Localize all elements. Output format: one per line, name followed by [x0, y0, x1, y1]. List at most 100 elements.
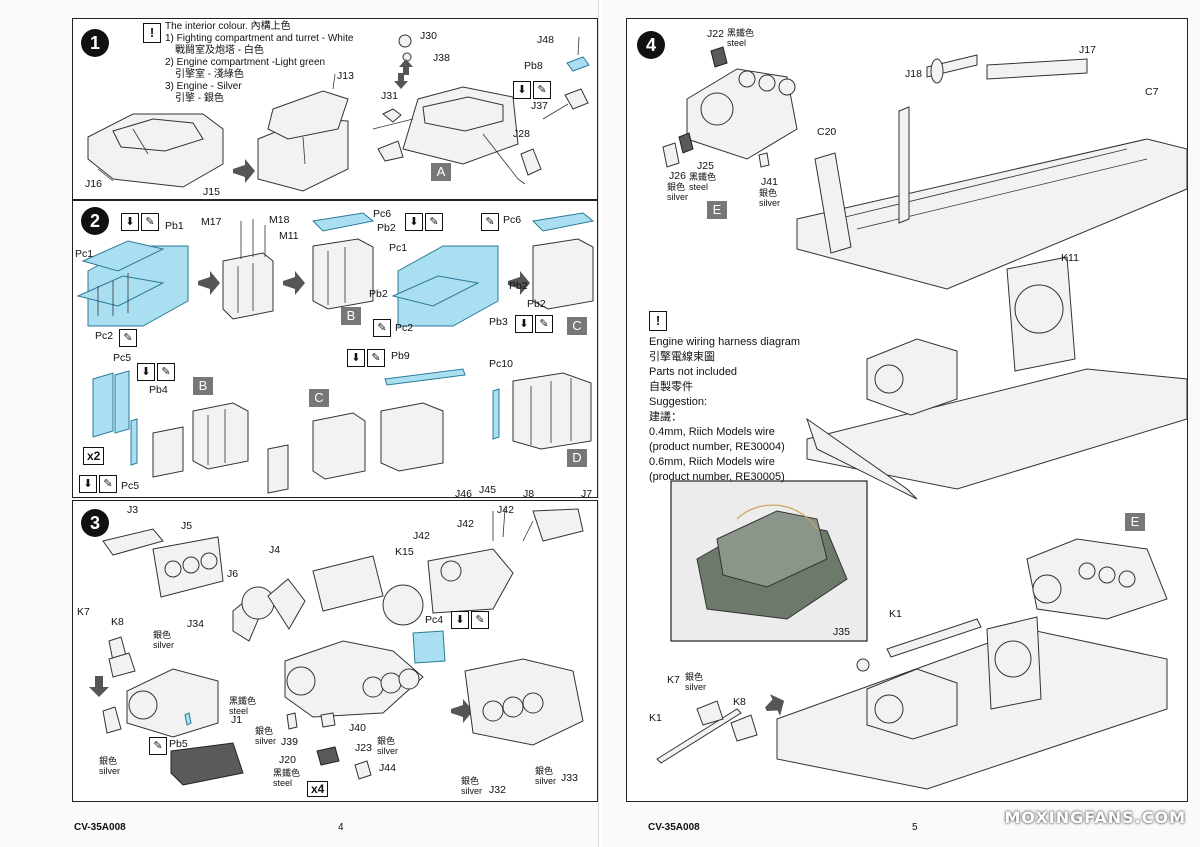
part-label: J34 — [187, 618, 204, 630]
glue-icon: ✎ — [149, 737, 167, 755]
part-label: K7 — [667, 674, 680, 686]
colour-label: 銀色 silver — [667, 182, 689, 202]
part-label: Pc2 — [395, 322, 414, 334]
glue-icon: ✎ — [425, 213, 443, 231]
note-line: 自製零件 — [649, 381, 693, 393]
step1-badge: 1 — [81, 29, 109, 57]
part-label: M18 — [269, 214, 290, 226]
note-line: 0.4mm, Riich Models wire — [649, 426, 775, 438]
colour-label: 銀色 silver — [255, 726, 277, 746]
part-label: J7 — [581, 488, 593, 500]
part-label: J1 — [231, 714, 243, 726]
glue-icon: ✎ — [471, 611, 489, 629]
part-label: J40 — [349, 722, 366, 734]
step2-panel: 2 — [72, 200, 598, 498]
part-label: J13 — [337, 70, 354, 82]
note-line: 戰鬪室及炮塔 - 白色 — [175, 45, 264, 56]
colour-label: 銀色 silver — [535, 766, 557, 786]
part-label: J15 — [203, 186, 220, 198]
fold-icon: ⬇ — [137, 363, 155, 381]
glue-icon: ✎ — [533, 81, 551, 99]
part-label: J44 — [379, 762, 396, 774]
step1-diagram — [87, 34, 590, 192]
part-label: J4 — [269, 544, 281, 556]
warning-icon: ! — [143, 23, 161, 43]
part-label: K1 — [889, 608, 902, 620]
note-line: 建議： — [649, 411, 682, 423]
step4-badge: 4 — [637, 31, 665, 59]
note-line: The interior colour. 內構上色 — [165, 21, 291, 32]
glue-icon: ✎ — [99, 475, 117, 493]
part-label: Pc5 — [121, 480, 140, 492]
part-label: K7 — [77, 606, 90, 618]
note-line: 2) Engine compartment -Light green — [165, 57, 326, 68]
part-label: Pb5 — [169, 738, 188, 750]
glue-icon: ✎ — [373, 319, 391, 337]
part-label: J31 — [381, 90, 398, 102]
part-label: J5 — [181, 520, 193, 532]
note-line: Parts not included — [649, 366, 738, 378]
quantity-multiplier: x2 — [83, 447, 105, 466]
part-label: Pb4 — [149, 384, 168, 396]
fold-icon: ⬇ — [405, 213, 423, 231]
part-label: M11 — [279, 230, 299, 242]
note-line: (product number, RE30004) — [649, 441, 785, 453]
fold-icon: ⬇ — [347, 349, 365, 367]
step1-panel: 1 ! The interior colour. 內構上色 1) Fightin… — [72, 18, 598, 200]
colour-label: 黑鐵色 steel — [229, 696, 257, 716]
colour-label: 黑鐵色 steel — [689, 172, 717, 192]
product-code: CV-35A008 — [648, 822, 700, 833]
part-label: J41 — [761, 176, 778, 188]
page-number: 5 — [912, 822, 918, 833]
subassembly-badge: A — [431, 163, 451, 181]
part-label: Pc2 — [95, 330, 114, 342]
colour-label: 銀色 silver — [759, 188, 781, 208]
part-label: Pc6 — [503, 214, 522, 226]
part-label: J37 — [531, 100, 548, 112]
part-label: J46 — [455, 488, 472, 500]
page-number: 4 — [338, 822, 344, 833]
note-line: 引擎室 - 淺綠色 — [175, 69, 244, 80]
part-label: K11 — [1061, 252, 1079, 264]
step3-panel: 3 — [72, 484, 598, 802]
part-label: C20 — [817, 126, 837, 138]
step4-panel: 4 — [626, 18, 1188, 802]
note-line: (product number, RE30005) — [649, 471, 785, 483]
part-label: Pc1 — [75, 248, 94, 260]
note-line: Suggestion: — [649, 396, 708, 408]
glue-icon: ✎ — [367, 349, 385, 367]
note-line: 1) Fighting compartment and turret - Whi… — [165, 33, 354, 44]
part-label: J42 — [413, 530, 430, 542]
subassembly-badge: C — [309, 389, 329, 407]
colour-label: 銀色 silver — [377, 736, 399, 756]
left-instruction-page: 1 ! The interior colour. 內構上色 1) Fightin… — [0, 0, 599, 847]
part-label: Pb8 — [524, 60, 543, 72]
part-label: K1 — [649, 712, 662, 724]
part-label: Pb9 — [391, 350, 410, 362]
step3-diagram — [89, 508, 584, 786]
step3-badge: 3 — [81, 509, 109, 537]
glue-icon: ✎ — [481, 213, 499, 231]
part-label: J42 — [497, 504, 514, 516]
part-label: J26 — [669, 170, 686, 182]
glue-icon: ✎ — [535, 315, 553, 333]
part-label: J20 — [279, 754, 296, 766]
part-label: Pc6 — [373, 208, 392, 220]
colour-label: 黑鐵色 steel — [273, 768, 301, 788]
part-label: Pb1 — [165, 220, 184, 232]
step4-diagram — [656, 46, 1188, 790]
part-label: J35 — [833, 626, 850, 638]
part-label: J39 — [281, 736, 298, 748]
fold-icon: ⬇ — [513, 81, 531, 99]
subassembly-badge: B — [193, 377, 213, 395]
colour-label: 銀色 silver — [153, 630, 175, 650]
part-label: J30 — [420, 30, 437, 42]
glue-icon: ✎ — [119, 329, 137, 347]
part-label: J16 — [85, 178, 102, 190]
note-line: 0.6mm, Riich Models wire — [649, 456, 775, 468]
part-label: J6 — [227, 568, 239, 580]
note-line: 引擎 - 銀色 — [175, 93, 224, 104]
part-label: Pb3 — [489, 316, 508, 328]
part-label: J38 — [433, 52, 450, 64]
part-label: J3 — [127, 504, 139, 516]
